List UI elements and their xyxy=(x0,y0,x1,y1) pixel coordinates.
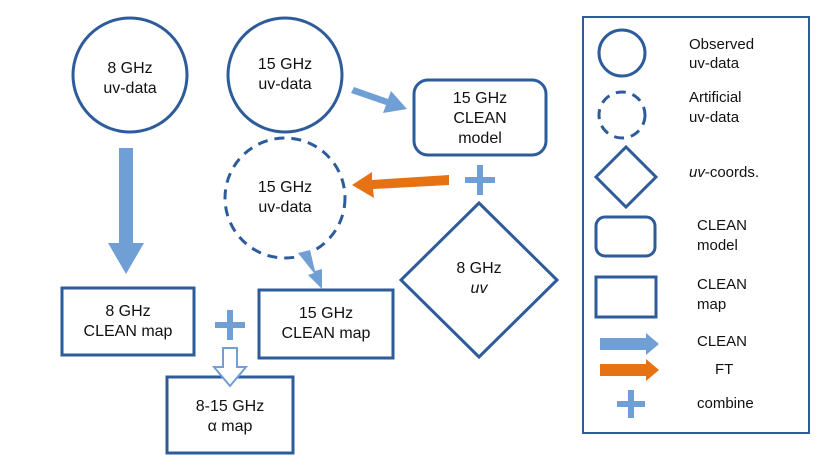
uv-coords-8ghz-diamond xyxy=(398,200,560,360)
map8-line2: CLEAN map xyxy=(84,323,173,340)
clean-arrow-15ghz-map xyxy=(298,250,322,289)
clean-arrow-15ghz-model xyxy=(351,87,407,113)
observed-15ghz-uvdata-circle xyxy=(226,16,344,134)
artificial-15ghz-uvdata-circle xyxy=(223,136,347,260)
clean-arrow-8ghz xyxy=(108,148,144,274)
legend-observed-line2: uv-data xyxy=(689,55,740,72)
legend-uvcoords-rest: -coords. xyxy=(705,164,759,181)
model15-line1: 15 GHz xyxy=(453,90,507,107)
uvcoords8-line1: 8 GHz xyxy=(456,260,501,277)
legend-artificial-line2: uv-data xyxy=(689,109,740,126)
uv8-line2: uv-data xyxy=(103,80,156,97)
model15-line3: model xyxy=(458,130,502,147)
uvcoords8-line2: uv xyxy=(471,280,489,297)
map15-line1: 15 GHz xyxy=(299,305,353,322)
legend-clean-label: CLEAN xyxy=(697,333,747,350)
legend-combine-label: combine xyxy=(697,395,754,412)
clean-model-15ghz-box xyxy=(412,78,548,157)
legend-clean-arrow xyxy=(600,333,659,355)
uv8-line1: 8 GHz xyxy=(107,60,152,77)
legend-clean-map-line1: CLEAN xyxy=(697,276,747,293)
legend-observed-circle xyxy=(597,28,647,78)
legend-artificial-line1: Artificial xyxy=(689,89,742,106)
legend-ft-arrow xyxy=(600,359,659,381)
ft-arrow xyxy=(352,172,449,198)
combine-arrow-alpha xyxy=(211,347,249,388)
map8-line1: 8 GHz xyxy=(105,303,150,320)
alpha-map-box xyxy=(165,375,295,455)
uv15-line1: 15 GHz xyxy=(258,56,312,73)
uv15-line2: uv-data xyxy=(258,76,311,93)
legend-observed-line1: Observed xyxy=(689,36,754,53)
observed-8ghz-uvdata-circle xyxy=(71,16,189,134)
alpha-line1: 8-15 GHz xyxy=(196,398,264,415)
legend-clean-model-line2: model xyxy=(697,237,738,254)
model15-line2: CLEAN xyxy=(453,110,506,127)
art15-line2: uv-data xyxy=(258,199,311,216)
alpha-line2: α map xyxy=(208,418,253,435)
legend-uvcoords-label: uv-coords. xyxy=(689,164,759,181)
legend-uvcoords-diamond xyxy=(593,144,659,210)
legend-clean-map-box xyxy=(594,275,658,319)
art15-line1: 15 GHz xyxy=(258,179,312,196)
legend-artificial-circle xyxy=(597,90,647,140)
legend-clean-model-line1: CLEAN xyxy=(697,217,747,234)
legend-plus-icon xyxy=(617,390,645,418)
plus-icon-model-uv xyxy=(465,165,495,195)
clean-map-8ghz-box xyxy=(60,286,196,357)
plus-icon-maps xyxy=(215,310,245,340)
legend-clean-model-box xyxy=(594,215,657,258)
legend-ft-label: FT xyxy=(715,361,733,378)
map15-line2: CLEAN map xyxy=(282,325,371,342)
clean-map-15ghz-box xyxy=(257,288,395,360)
legend-uvcoords-italic: uv xyxy=(689,164,706,181)
legend-clean-map-line2: map xyxy=(697,296,726,313)
